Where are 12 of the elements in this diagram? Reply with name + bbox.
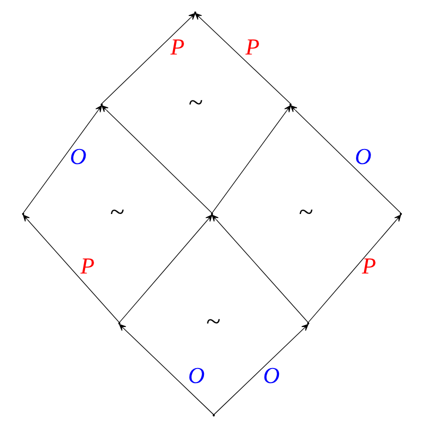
- label: ~: [206, 306, 220, 336]
- edge-label: O: [262, 362, 280, 388]
- edge-label: O: [354, 144, 372, 169]
- label: ~: [298, 196, 313, 227]
- edge-label: P: [245, 34, 260, 60]
- label: ~: [188, 87, 202, 118]
- label: ~: [110, 196, 124, 227]
- edge-label: O: [69, 144, 86, 169]
- edge-label: P: [80, 253, 94, 278]
- edge-label: P: [362, 253, 376, 278]
- edge-label: O: [188, 362, 204, 388]
- edge-label: P: [170, 34, 184, 60]
